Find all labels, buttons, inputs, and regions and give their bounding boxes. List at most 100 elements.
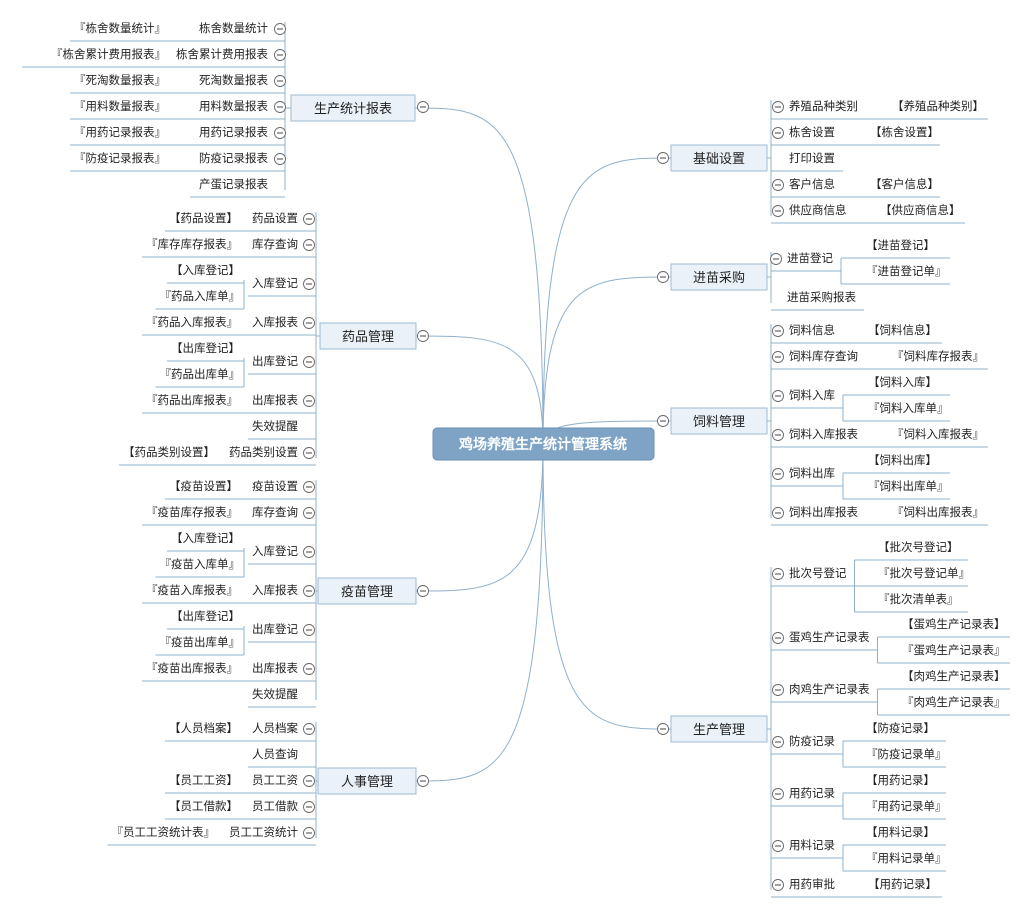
leaf-label: 【出库登记】 [171,609,240,623]
sub-node-label: 进苗采购报表 [787,290,856,304]
branch-collapse-icon[interactable] [657,152,669,164]
branch-collapse-icon[interactable] [657,271,669,283]
branch-node-right-3[interactable]: 饲料管理 [670,407,768,435]
leaf-label: 『饲料出库报表』 [892,505,984,519]
sub-collapse-icon[interactable] [274,23,286,35]
sub-collapse-icon[interactable] [274,49,286,61]
branch-collapse-icon[interactable] [657,415,669,427]
sub-collapse-icon[interactable] [772,101,784,113]
branch-node-right-2[interactable]: 进苗采购 [670,263,768,291]
branch-node-left-4[interactable]: 人事管理 [317,767,417,795]
sub-collapse-icon[interactable] [303,585,315,597]
sub-collapse-icon[interactable] [772,507,784,519]
sub-collapse-icon[interactable] [772,632,784,644]
sub-collapse-icon[interactable] [772,205,784,217]
sub-node-label: 饲料库存查询 [789,349,858,363]
sub-collapse-icon[interactable] [303,278,315,290]
sub-collapse-icon[interactable] [303,546,315,558]
sub-collapse-icon[interactable] [770,253,782,265]
sub-node-label: 用料数量报表 [199,99,268,113]
sub-node-label: 栋舍累计费用报表 [176,47,268,61]
sub-collapse-icon[interactable] [303,801,315,813]
branch-node-right-1[interactable]: 基础设置 [670,144,768,172]
leaf-label: 『疫苗入库单』 [160,557,241,571]
leaf-label: 【饲料出库】 [868,453,937,467]
sub-collapse-icon[interactable] [274,153,286,165]
sub-node-label: 蛋鸡生产记录表 [789,630,870,644]
branch-box [670,144,768,172]
sub-collapse-icon[interactable] [303,827,315,839]
sub-collapse-icon[interactable] [303,447,315,459]
sub-collapse-icon[interactable] [303,395,315,407]
branch-node-left-3[interactable]: 疫苗管理 [317,577,417,605]
leaf-label: 『栋舍累计费用报表』 [51,47,166,61]
branch-collapse-icon[interactable] [417,101,429,113]
sub-node-label: 药品类别设置 [229,445,298,459]
leaf-label: 『疫苗库存报表』 [146,505,238,519]
sub-collapse-icon[interactable] [772,351,784,363]
leaf-label: 【养殖品种类别】 [892,99,984,113]
sub-collapse-icon[interactable] [772,788,784,800]
branch-title: 疫苗管理 [341,584,393,600]
sub-node-label: 进苗登记 [787,251,833,265]
branch-title: 饲料管理 [693,415,745,430]
sub-collapse-icon[interactable] [303,775,315,787]
sub-collapse-icon[interactable] [303,663,315,675]
sub-node-label: 失效提醒 [252,687,298,701]
sub-node-label: 库存查询 [252,505,298,519]
leaf-label: 【药品类别设置】 [123,445,215,459]
branch-collapse-icon[interactable] [417,330,429,342]
branch-node-left-2[interactable]: 药品管理 [319,322,417,350]
sub-collapse-icon[interactable] [303,723,315,735]
root-node[interactable]: 鸡场养殖生产统计管理系统 [432,427,655,461]
node-layer: 生产统计报表栋舍数量统计『栋舍数量统计』栋舍累计费用报表『栋舍累计费用报表』死淘… [22,21,1010,898]
leaf-label: 【入库登记】 [171,531,240,545]
leaf-label: 【栋舍设置】 [870,125,939,139]
sub-node-label: 防疫记录 [789,734,835,748]
branch-collapse-icon[interactable] [417,775,429,787]
branch-collapse-icon[interactable] [657,723,669,735]
branch-node-left-1[interactable]: 生产统计报表 [290,94,416,122]
sub-node-label: 药品设置 [252,211,298,225]
branch-box [317,577,417,605]
branch-collapse-icon[interactable] [417,585,429,597]
sub-collapse-icon[interactable] [303,624,315,636]
sub-collapse-icon[interactable] [303,317,315,329]
sub-collapse-icon[interactable] [772,684,784,696]
sub-node-label: 死淘数量报表 [199,73,268,87]
sub-collapse-icon[interactable] [772,325,784,337]
sub-collapse-icon[interactable] [303,213,315,225]
sub-collapse-icon[interactable] [772,736,784,748]
sub-node-label: 产蛋记录报表 [199,177,268,191]
sub-collapse-icon[interactable] [303,239,315,251]
root-connector-left-1 [414,107,544,445]
sub-collapse-icon[interactable] [772,468,784,480]
sub-node-label: 打印设置 [789,151,835,165]
root-connector-left-2 [415,335,544,445]
leaf-label: 『疫苗出库单』 [160,635,241,649]
sub-collapse-icon[interactable] [274,101,286,113]
branch-node-right-4[interactable]: 生产管理 [670,715,768,743]
sub-collapse-icon[interactable] [772,840,784,852]
root-connector-right-1 [542,157,672,445]
leaf-label: 『药品出库单』 [160,367,241,381]
leaf-label: 【药品设置】 [169,211,238,225]
leaf-label: 【防疫记录】 [866,721,935,735]
sub-collapse-icon[interactable] [303,481,315,493]
sub-collapse-icon[interactable] [303,356,315,368]
sub-collapse-icon[interactable] [772,568,784,580]
sub-collapse-icon[interactable] [772,429,784,441]
sub-collapse-icon[interactable] [303,507,315,519]
branch-title: 生产管理 [693,723,745,738]
sub-collapse-icon[interactable] [772,390,784,402]
sub-collapse-icon[interactable] [772,127,784,139]
sub-node-label: 饲料信息 [789,323,835,337]
sub-node-label: 疫苗设置 [252,479,298,493]
sub-collapse-icon[interactable] [772,879,784,891]
sub-collapse-icon[interactable] [274,75,286,87]
root-connector-right-2 [542,276,672,445]
sub-collapse-icon[interactable] [772,179,784,191]
sub-node-label: 用药记录 [789,786,835,800]
leaf-label: 【蛋鸡生产记录表】 [902,617,1006,631]
sub-collapse-icon[interactable] [274,127,286,139]
